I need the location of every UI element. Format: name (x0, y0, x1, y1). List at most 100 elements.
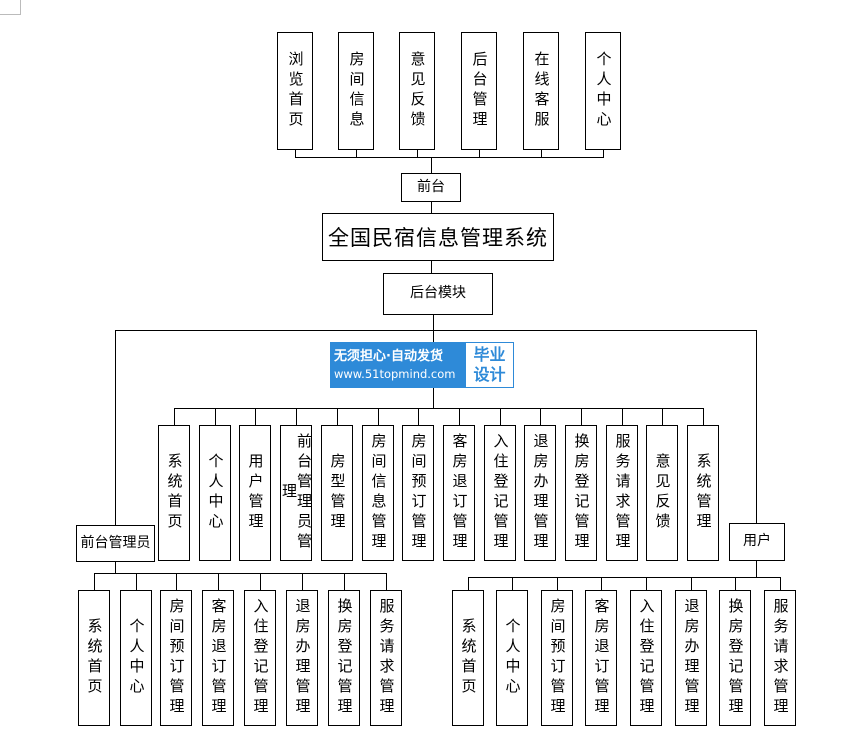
frontend-to-title-line (431, 202, 432, 213)
backend-stem-line (433, 315, 434, 330)
user-leaf-1-label: 系统首页 (459, 618, 478, 698)
front-admin-leaf-3-label: 房间预订管理 (167, 598, 186, 718)
user-leaf-8: 服务请求管理 (764, 590, 796, 726)
connector-line (356, 150, 357, 158)
user-leaf-8-label: 服务请求管理 (771, 598, 790, 718)
front-admin-leaf-5: 入住登记管理 (244, 590, 276, 726)
connector-line (756, 561, 757, 577)
connector-line (479, 150, 480, 158)
connector-line (691, 577, 692, 590)
user-leaf-3: 房间预订管理 (541, 590, 573, 726)
frontend-to-parent-line (431, 157, 432, 173)
front-admin-leaf-8: 服务请求管理 (370, 590, 402, 726)
front-admin-node: 前台管理员 (76, 525, 155, 562)
user-leaf-1: 系统首页 (452, 590, 484, 726)
connector-line (646, 577, 647, 590)
admin-module-2-label: 个人中心 (206, 453, 225, 533)
admin-module-1: 系统首页 (158, 425, 190, 561)
user-leaf-7-label: 换房登记管理 (726, 598, 745, 718)
backend-bus-line (115, 330, 756, 331)
frontend-node-5: 在线客服 (523, 32, 559, 150)
connector-line (386, 573, 387, 590)
connector-line (218, 573, 219, 590)
admin-module-14: 系统管理 (687, 425, 719, 561)
frontend-node-2-label: 房间信息 (347, 51, 366, 131)
admin-modules-bus-line (174, 408, 704, 409)
connector-line (260, 573, 261, 590)
admin-module-6-label: 房间信息管理 (369, 433, 388, 553)
frontend-node-6-label: 个人中心 (594, 51, 613, 131)
admin-module-3: 用户管理 (239, 425, 271, 561)
front-admin-leaf-1: 系统首页 (78, 590, 110, 726)
front-admin-leaf-5-label: 入住登记管理 (251, 598, 270, 718)
user-stem-line (756, 330, 757, 523)
front-admin-leaf-6: 退房办理管理 (286, 590, 318, 726)
front-admin-stem-line (115, 330, 116, 525)
title-to-backend-line (431, 261, 432, 273)
connector-line (500, 408, 501, 425)
connector-line (417, 150, 418, 158)
user-leaf-4: 客房退订管理 (585, 590, 617, 726)
front-admin-leaf-8-label: 服务请求管理 (377, 598, 396, 718)
connector-line (215, 408, 216, 425)
frontend-node-1-label: 浏览首页 (286, 51, 305, 131)
admin-module-5-label: 房型管理 (328, 453, 347, 533)
admin-module-10: 退房办理管理 (524, 425, 556, 561)
watermark-badge: 毕业 设计 (465, 342, 514, 388)
connector-line (136, 573, 137, 590)
admin-module-5: 房型管理 (321, 425, 353, 561)
front-admin-leaf-4-label: 客房退订管理 (209, 598, 228, 718)
user-leaf-2: 个人中心 (496, 590, 528, 726)
front-admin-leaf-4: 客房退订管理 (202, 590, 234, 726)
frontend-node-3: 意见反馈 (399, 32, 435, 150)
admin-module-8-label: 客房退订管理 (450, 433, 469, 553)
front-admin-node-label: 前台管理员 (80, 534, 151, 551)
admin-module-14-label: 系统管理 (694, 453, 713, 533)
connector-line (459, 408, 460, 425)
connector-line (780, 577, 781, 590)
connector-line (174, 408, 175, 425)
connector-line (581, 408, 582, 425)
user-node-label: 用户 (743, 533, 771, 550)
connector-line (512, 577, 513, 590)
watermark-banner: 无须担心·自动发货 www.51topmind.com 毕业 设计 (330, 342, 514, 388)
system-title-node: 全国民宿信息管理系统 (322, 213, 554, 261)
front-admin-leaf-3: 房间预订管理 (160, 590, 192, 726)
system-title-node-label: 全国民宿信息管理系统 (328, 226, 548, 250)
admin-module-7: 房间预订管理 (402, 425, 434, 561)
front-admin-leaf-2-label: 个人中心 (127, 618, 146, 698)
connector-line (94, 573, 95, 590)
connector-line (296, 408, 297, 425)
admin-module-13-label: 意见反馈 (653, 453, 672, 533)
frontend-node-4-label: 后台管理 (470, 51, 489, 131)
connector-line (302, 573, 303, 590)
user-leaf-6: 退房办理管理 (675, 590, 707, 726)
watermark-url: www.51topmind.com (334, 366, 456, 381)
user-leaf-6-label: 退房办理管理 (682, 598, 701, 718)
frontend-node-3-label: 意见反馈 (408, 51, 427, 131)
connector-line (418, 408, 419, 425)
watermark-text-block: 无须担心·自动发货 www.51topmind.com (330, 342, 465, 388)
user-leaf-5-label: 入住登记管理 (637, 598, 656, 718)
connector-line (541, 150, 542, 158)
user-node: 用户 (729, 523, 785, 561)
admin-module-8: 客房退订管理 (443, 425, 475, 561)
connector-line (662, 408, 663, 425)
user-leaf-5: 入住登记管理 (630, 590, 662, 726)
admin-module-9: 入住登记管理 (484, 425, 516, 561)
front-admin-leaf-6-label: 退房办理管理 (293, 598, 312, 718)
connector-line (540, 408, 541, 425)
backend-node: 后台模块 (383, 273, 493, 315)
watermark-slogan: 无须担心·自动发货 (334, 348, 443, 364)
admin-module-13: 意见反馈 (646, 425, 678, 561)
admin-module-11: 换房登记管理 (565, 425, 597, 561)
frontend-node-2: 房间信息 (338, 32, 374, 150)
user-leaf-7: 换房登记管理 (719, 590, 751, 726)
admin-module-1-label: 系统首页 (165, 453, 184, 533)
front-admin-leaf-7: 换房登记管理 (328, 590, 360, 726)
connector-line (378, 408, 379, 425)
connector-line (176, 573, 177, 590)
frontend-node-4: 后台管理 (461, 32, 497, 150)
connector-line (337, 408, 338, 425)
page-corner-mark (0, 0, 21, 15)
